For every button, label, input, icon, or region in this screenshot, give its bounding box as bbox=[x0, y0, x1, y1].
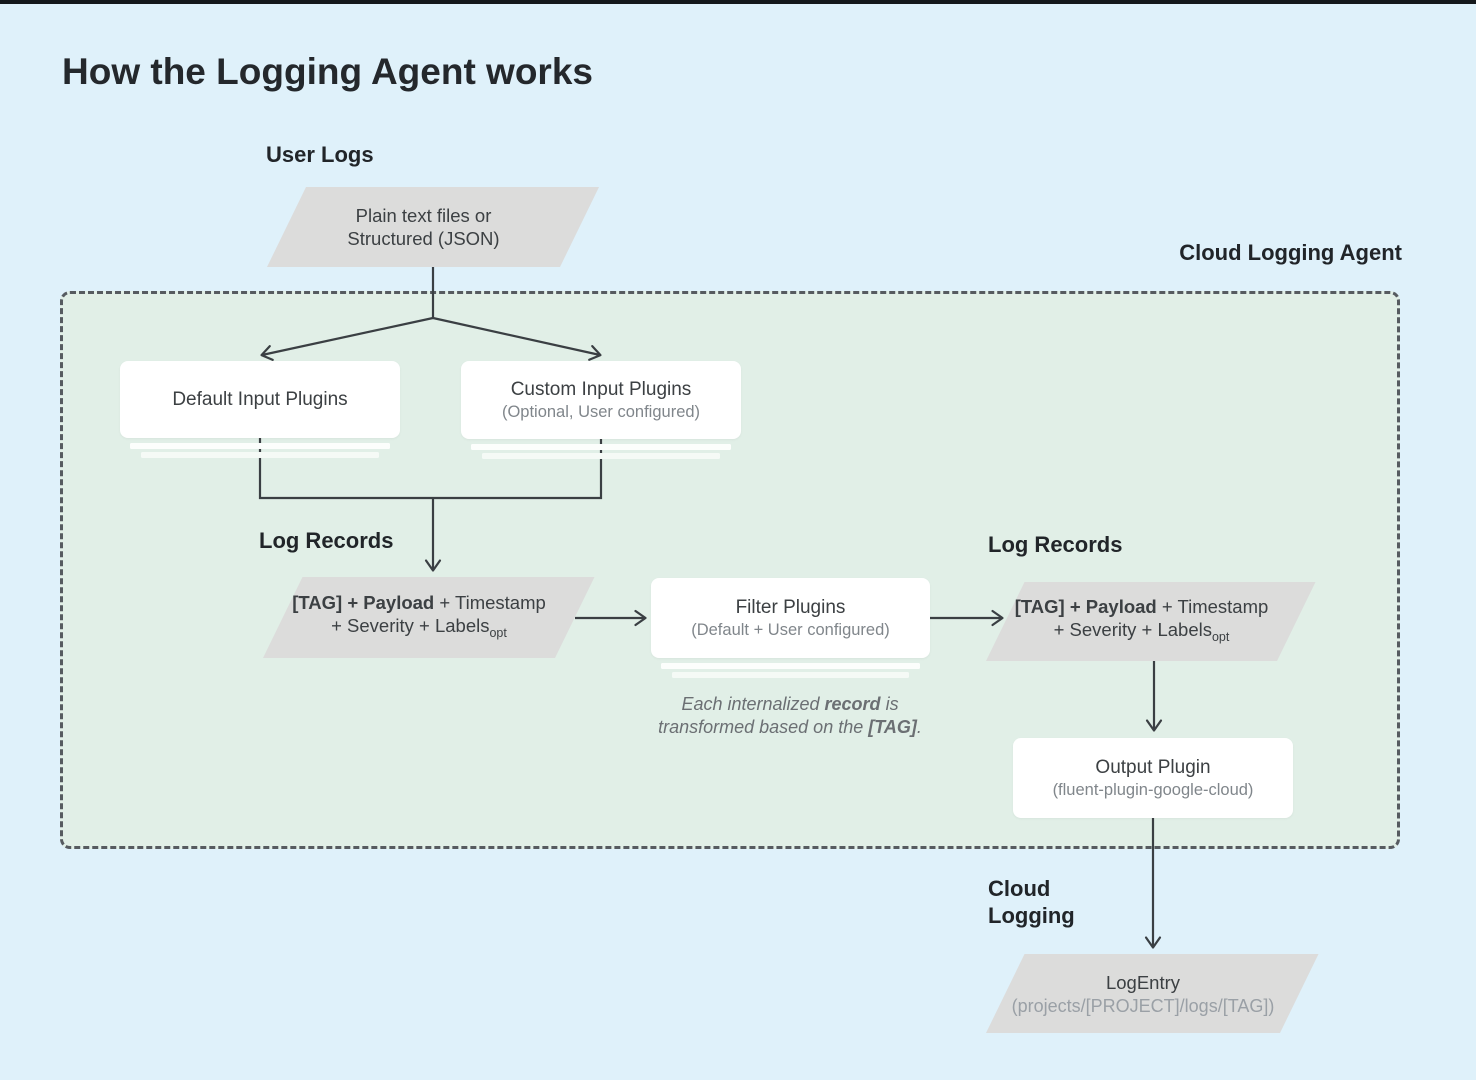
custom-input-plugins-subtitle: (Optional, User configured) bbox=[501, 403, 701, 421]
log-record-in-subscript: opt bbox=[489, 625, 507, 640]
log-record-out-subscript: opt bbox=[1211, 629, 1230, 644]
paper-stack bbox=[461, 444, 741, 459]
log-record-in-line2: + Severity + Labels bbox=[331, 614, 490, 636]
log-records-in-label: Log Records bbox=[259, 528, 394, 553]
arrow-to-default-input bbox=[260, 316, 434, 361]
output-plugin-subtitle: (fluent-plugin-google-cloud) bbox=[1052, 781, 1254, 799]
output-plugin-node: Output Plugin (fluent-plugin-google-clou… bbox=[1013, 738, 1293, 818]
annotation-bold2: [TAG] bbox=[868, 716, 917, 737]
annotation-bold1: record bbox=[824, 694, 881, 714]
paper-stack bbox=[120, 443, 400, 458]
log-record-in-rest: + Timestamp bbox=[434, 591, 546, 613]
log-entry-parallelogram: LogEntry (projects/[PROJECT]/logs/[TAG]) bbox=[986, 954, 1319, 1033]
cloud-logging-agent-label: Cloud Logging Agent bbox=[1179, 240, 1402, 265]
log-record-out-line2: + Severity + Labels bbox=[1053, 618, 1212, 640]
log-record-out-rest: + Timestamp bbox=[1156, 595, 1269, 617]
cloud-logging-label: Cloud Logging bbox=[988, 875, 1075, 929]
source-line1: Plain text files or bbox=[355, 205, 492, 226]
default-input-plugins-node: Default Input Plugins bbox=[120, 361, 400, 438]
user-logs-source-text: Plain text files or Structured (JSON) bbox=[287, 187, 560, 267]
arrow-to-custom-input bbox=[432, 316, 602, 361]
line-inputs-join bbox=[258, 438, 603, 500]
log-entry-title: LogEntry bbox=[1105, 971, 1181, 993]
log-record-out-text: [TAG] + Payload + Timestamp + Severity +… bbox=[1006, 582, 1277, 661]
source-line2: Structured (JSON) bbox=[347, 228, 500, 249]
custom-input-plugins-title: Custom Input Plugins bbox=[510, 379, 692, 400]
user-logs-label: User Logs bbox=[266, 142, 374, 167]
filter-annotation: Each internalized record is transformed … bbox=[640, 693, 940, 738]
user-logs-source-parallelogram: Plain text files or Structured (JSON) bbox=[267, 187, 600, 267]
log-record-in-bold: [TAG] + Payload bbox=[292, 591, 435, 613]
top-bar bbox=[0, 0, 1476, 4]
cloud-logging-label-line2: Logging bbox=[988, 903, 1075, 928]
log-record-in-text: [TAG] + Payload + Timestamp + Severity +… bbox=[283, 577, 555, 658]
annotation-part3: . bbox=[916, 716, 922, 737]
filter-plugins-subtitle: (Default + User configured) bbox=[691, 621, 890, 639]
output-plugin-title: Output Plugin bbox=[1095, 757, 1211, 778]
log-entry-text: LogEntry (projects/[PROJECT]/logs/[TAG]) bbox=[1006, 954, 1280, 1033]
default-input-plugins-title: Default Input Plugins bbox=[172, 389, 348, 410]
paper-stack bbox=[651, 663, 930, 678]
cloud-logging-label-line1: Cloud bbox=[988, 876, 1051, 901]
page-title: How the Logging Agent works bbox=[62, 51, 593, 92]
log-records-out-label: Log Records bbox=[988, 532, 1123, 557]
log-record-in-parallelogram: [TAG] + Payload + Timestamp + Severity +… bbox=[263, 577, 595, 658]
log-record-out-bold: [TAG] + Payload bbox=[1014, 595, 1157, 617]
log-record-out-parallelogram: [TAG] + Payload + Timestamp + Severity +… bbox=[986, 582, 1316, 661]
filter-plugins-title: Filter Plugins bbox=[735, 597, 846, 618]
custom-input-plugins-node: Custom Input Plugins (Optional, User con… bbox=[461, 361, 741, 439]
annotation-part1: Each internalized bbox=[681, 694, 825, 714]
annotation-part2: is transformed based on the bbox=[658, 694, 899, 737]
filter-plugins-node: Filter Plugins (Default + User configure… bbox=[651, 578, 930, 658]
log-entry-subtitle: (projects/[PROJECT]/logs/[TAG]) bbox=[1011, 995, 1275, 1016]
